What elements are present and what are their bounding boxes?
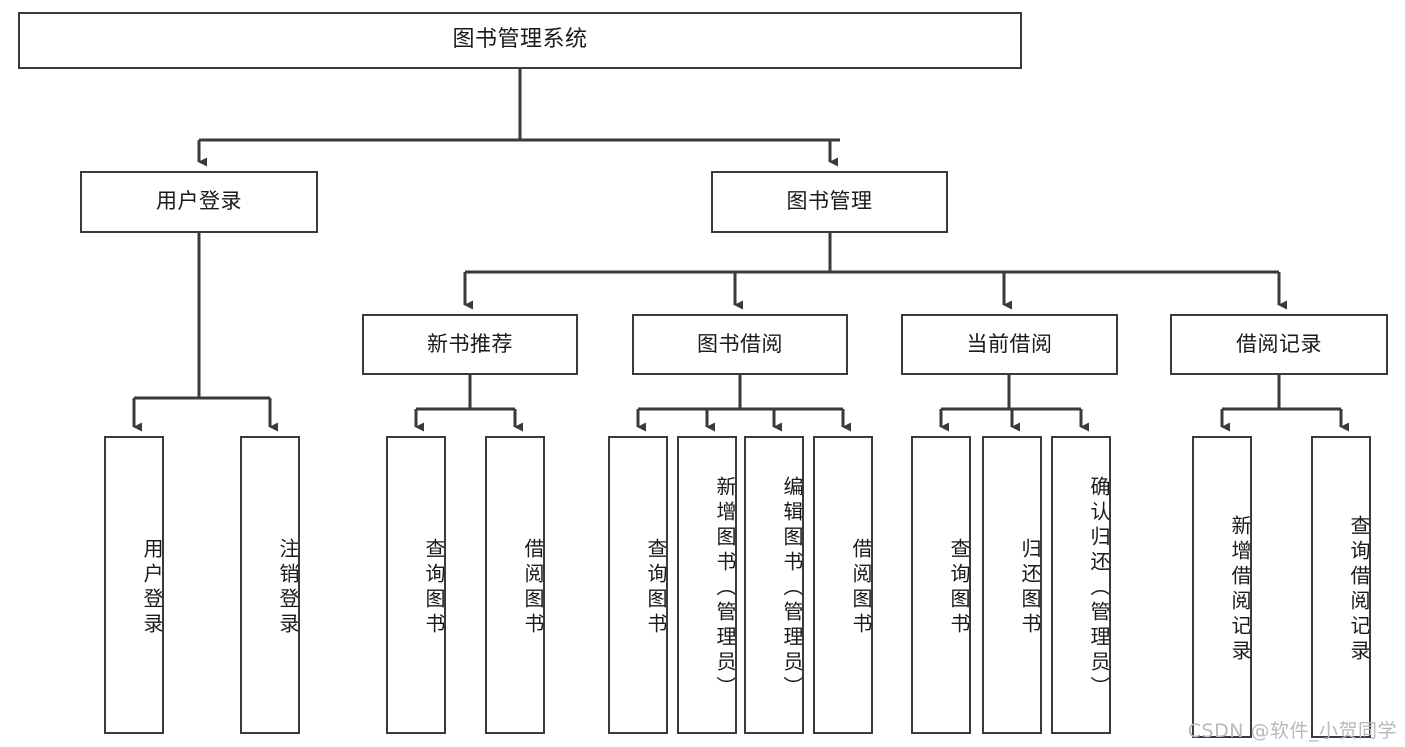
node-leaf-user-login[interactable]: 用户登录 [104,436,164,734]
node-leaf-edit-book[interactable]: 编辑图书（管理员） [744,436,804,734]
node-label: 借阅图书 [849,538,873,638]
node-new-book-recommend[interactable]: 新书推荐 [362,314,578,375]
node-label: 当前借阅 [966,331,1053,356]
node-root-system[interactable]: 图书管理系统 [18,12,1022,69]
node-label: 用户登录 [140,538,164,638]
node-book-manage[interactable]: 图书管理 [711,171,948,233]
node-leaf-query-book-borrow[interactable]: 查询图书 [608,436,668,734]
node-label: 确认归还（管理员） [1087,475,1111,701]
node-leaf-query-book-current[interactable]: 查询图书 [911,436,971,734]
node-label: 用户登录 [156,189,242,214]
node-label: 新书推荐 [427,331,513,356]
node-leaf-query-borrow-record[interactable]: 查询借阅记录 [1311,436,1371,738]
node-label: 图书管理 [786,189,873,214]
node-label: 查询图书 [422,538,446,638]
node-label: 借阅图书 [521,538,545,638]
node-label: 图书管理系统 [452,27,588,53]
node-label: 查询图书 [644,538,668,638]
node-leaf-add-borrow-record[interactable]: 新增借阅记录 [1192,436,1252,738]
node-current-borrow[interactable]: 当前借阅 [901,314,1118,375]
node-label: 编辑图书（管理员） [780,475,804,701]
node-label: 借阅记录 [1236,331,1322,356]
node-leaf-borrow-book-recommend[interactable]: 借阅图书 [485,436,545,734]
node-user-login[interactable]: 用户登录 [80,171,318,233]
node-label: 归还图书 [1018,538,1042,638]
node-borrow-record[interactable]: 借阅记录 [1170,314,1388,375]
node-label: 新增图书（管理员） [713,475,737,701]
node-leaf-add-book[interactable]: 新增图书（管理员） [677,436,737,734]
node-label: 注销登录 [276,538,300,638]
node-leaf-query-book-recommend[interactable]: 查询图书 [386,436,446,734]
node-book-borrow[interactable]: 图书借阅 [632,314,848,375]
node-leaf-user-logout[interactable]: 注销登录 [240,436,300,734]
node-leaf-borrow-book[interactable]: 借阅图书 [813,436,873,734]
node-leaf-return-book[interactable]: 归还图书 [982,436,1042,734]
node-label: 查询图书 [947,538,971,638]
node-label: 查询借阅记录 [1347,515,1371,665]
node-label: 图书借阅 [697,331,783,356]
node-leaf-confirm-return[interactable]: 确认归还（管理员） [1051,436,1111,734]
node-label: 新增借阅记录 [1228,515,1252,665]
